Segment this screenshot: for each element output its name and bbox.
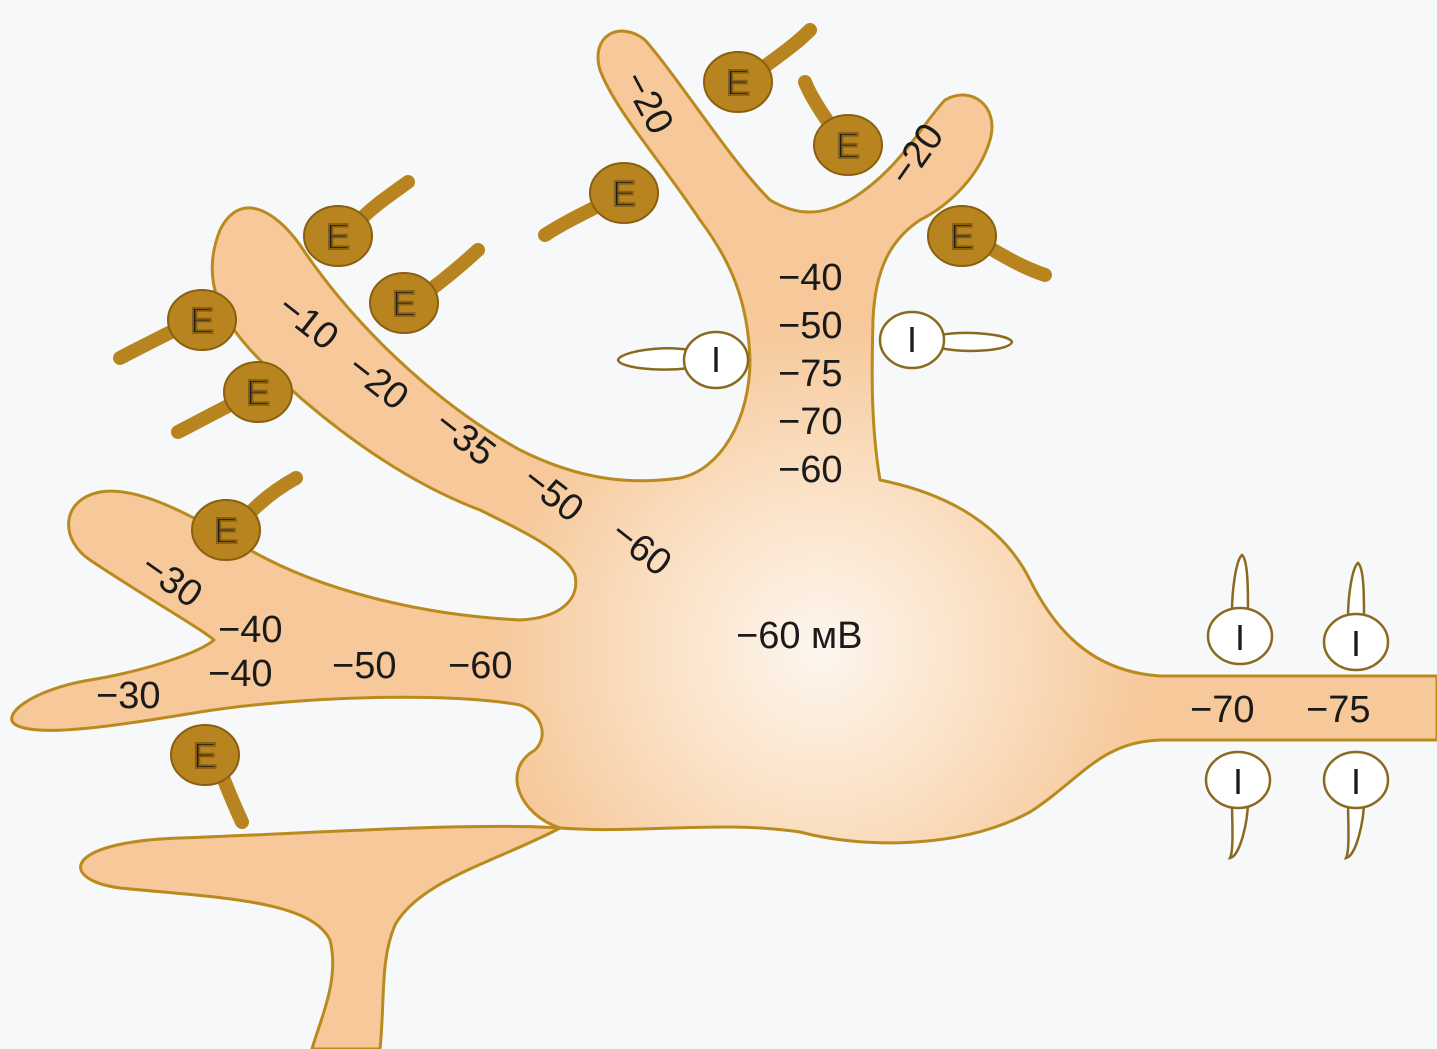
synapse-letter: I bbox=[907, 319, 917, 360]
synapse-letter: E bbox=[612, 173, 636, 214]
synapse-letter: E bbox=[193, 735, 217, 776]
synapse-excitatory-10: E bbox=[171, 725, 242, 822]
synapse-excitatory-7: E bbox=[120, 290, 236, 358]
synapse-excitatory-5: E bbox=[304, 182, 408, 266]
synapse-inhibitory-axon-top-2: I bbox=[1324, 563, 1388, 670]
synapse-excitatory-3: E bbox=[545, 163, 658, 235]
synapse-excitatory-2: E bbox=[805, 82, 882, 175]
label-axon-1: −70 bbox=[1190, 689, 1254, 731]
synapse-letter: I bbox=[1235, 617, 1245, 658]
label-middle-1: −40 bbox=[218, 609, 282, 651]
synapse-inhibitory-axon-bottom-2: I bbox=[1324, 752, 1388, 858]
synapse-inhibitory-right: I bbox=[880, 312, 1012, 368]
synapse-letter: E bbox=[326, 216, 350, 257]
synapse-letter: E bbox=[190, 300, 214, 341]
synapse-letter: I bbox=[711, 339, 721, 380]
synapse-letter: I bbox=[1233, 761, 1243, 802]
synapse-inhibitory-axon-top-1: I bbox=[1208, 555, 1272, 664]
label-trunk-1: −40 bbox=[778, 257, 842, 299]
synapse-letter: E bbox=[214, 510, 238, 551]
label-lower-tip: −30 bbox=[96, 675, 160, 717]
synapse-letter: E bbox=[836, 125, 860, 166]
synapse-inhibitory-axon-bottom-1: I bbox=[1206, 752, 1270, 858]
label-trunk-2: −50 bbox=[778, 305, 842, 347]
label-middle-4: −60 bbox=[448, 645, 512, 687]
synapse-excitatory-8: E bbox=[178, 362, 292, 432]
synapse-inhibitory-left: I bbox=[618, 332, 748, 388]
label-trunk-5: −60 bbox=[778, 449, 842, 491]
synapse-letter: E bbox=[246, 372, 270, 413]
label-trunk-3: −75 bbox=[778, 353, 842, 395]
synapse-letter: E bbox=[726, 62, 750, 103]
label-middle-2: −40 bbox=[208, 653, 272, 695]
synapse-excitatory-1: E bbox=[704, 30, 810, 112]
label-middle-3: −50 bbox=[332, 645, 396, 687]
synapse-letter: E bbox=[392, 283, 416, 324]
synapse-letter: E bbox=[950, 216, 974, 257]
synapse-excitatory-6: E bbox=[370, 250, 478, 333]
label-trunk-4: −70 bbox=[778, 401, 842, 443]
synapse-letter: I bbox=[1351, 761, 1361, 802]
synapse-letter: I bbox=[1351, 623, 1361, 664]
synapse-excitatory-9: E bbox=[192, 478, 296, 560]
synapse-excitatory-4: E bbox=[928, 206, 1045, 275]
soma-label: −60 мВ bbox=[736, 615, 863, 657]
label-axon-2: −75 bbox=[1306, 689, 1370, 731]
